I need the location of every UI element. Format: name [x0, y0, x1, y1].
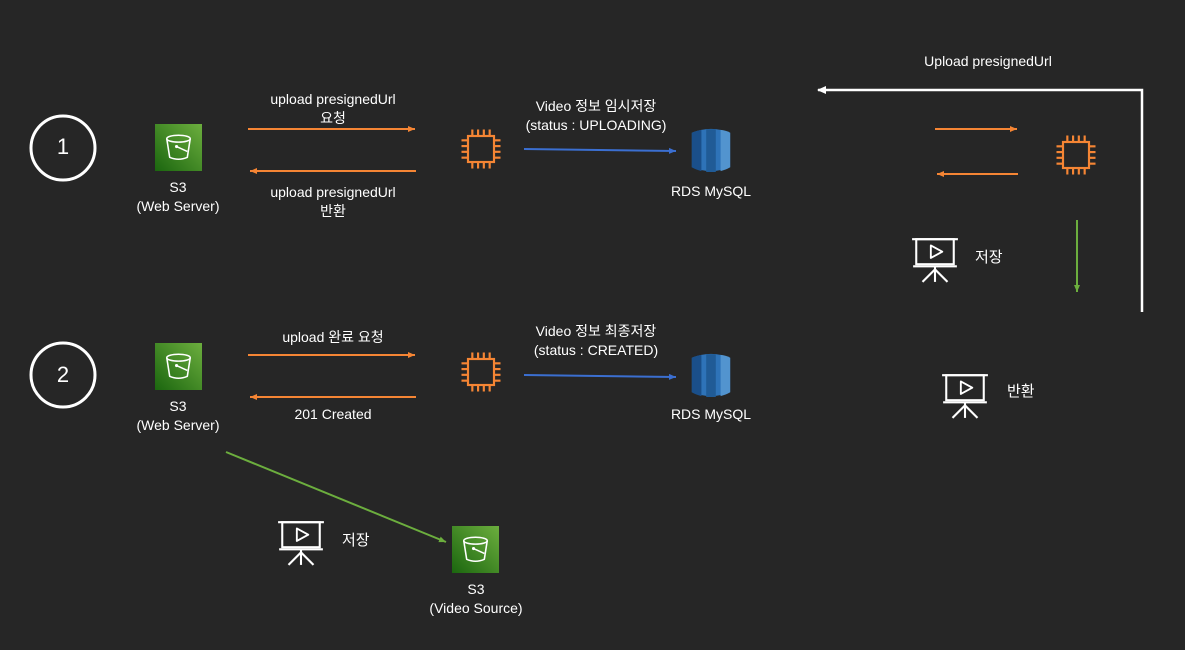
ec2-chip-icon: [460, 128, 502, 170]
rds-database-icon: [691, 128, 731, 173]
video-presentation-icon: [941, 374, 989, 419]
step-1-circle: [29, 114, 97, 182]
store-label: 저장: [975, 249, 1003, 266]
db-write-arrow: [523, 373, 677, 380]
s3-bucket-icon: [155, 124, 202, 171]
video-presentation-icon: [277, 521, 325, 566]
step-number: 1: [56, 134, 70, 159]
s3-web-server-label: S3(Web Server): [136, 398, 220, 433]
store-label: 저장: [342, 532, 370, 549]
rds-mysql-label: RDS MySQL: [670, 406, 752, 422]
upload-presignedurl-label: Upload presignedUrl: [924, 53, 1052, 69]
step-2-circle: [29, 341, 97, 409]
db-write-label: Video 정보 최종저장(status : CREATED): [533, 323, 659, 358]
ec2-chip-icon: [1055, 134, 1097, 176]
rds-database-icon: [691, 353, 731, 398]
upload-presignedurl-arrow: [817, 86, 1144, 312]
db-write-arrow: [523, 147, 677, 154]
ec2-chip-icon: [460, 351, 502, 393]
db-write-label: Video 정보 임시저장(status : UPLOADING): [525, 98, 667, 133]
s3-bucket-icon: [155, 343, 202, 390]
s3-bucket-icon: [452, 526, 499, 573]
step-number: 2: [56, 362, 70, 387]
video-presentation-icon: [911, 238, 959, 283]
s3-video-source-label: S3(Video Source): [429, 581, 523, 616]
rds-mysql-label: RDS MySQL: [670, 183, 752, 199]
return-label: 반환: [1007, 383, 1035, 400]
s3-web-server-label: S3(Web Server): [136, 179, 220, 214]
request-label: upload 완료 요청: [282, 329, 384, 345]
store-arrow: [225, 451, 447, 543]
response-label: 201 Created: [294, 406, 372, 422]
